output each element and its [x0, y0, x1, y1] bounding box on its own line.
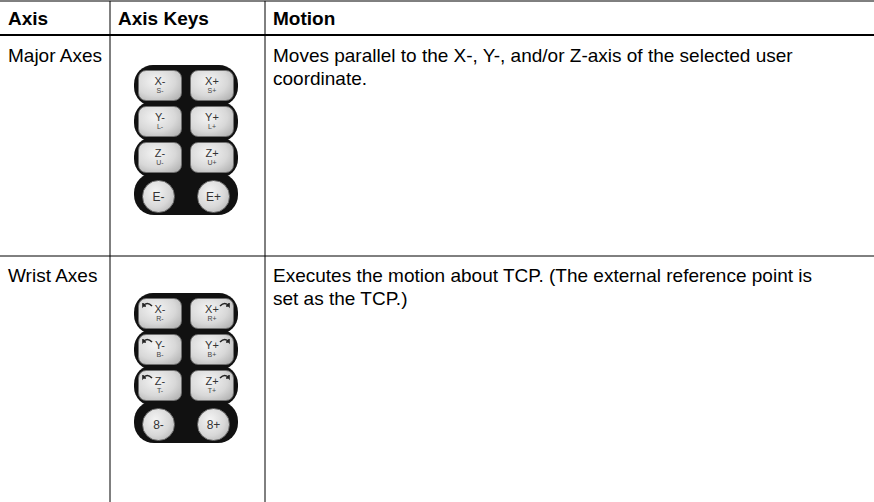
axis-key: Z+T+ [190, 370, 234, 401]
axis-key: X+R+ [190, 298, 234, 329]
rotation-arrow [141, 301, 153, 313]
key-label: X+ [205, 304, 219, 315]
table-cell: Executes the motion about TCP. (The exte… [273, 264, 823, 310]
rotation-arrow [141, 373, 153, 385]
table-cell: Moves parallel to the X-, Y-, and/or Z-a… [273, 44, 843, 90]
key-label: Y- [155, 340, 165, 351]
key-sublabel: B+ [208, 351, 217, 359]
key-label: X- [155, 304, 166, 315]
table-rule [0, 256, 874, 257]
key-label: Z+ [205, 148, 218, 159]
round-axis-key: E- [142, 180, 175, 213]
column-header: Motion [273, 7, 863, 30]
table-cell: Wrist Axes [8, 264, 106, 287]
column-header: Axis [8, 7, 106, 30]
axis-key: Z-U- [138, 142, 182, 173]
rotation-arrow [219, 301, 231, 313]
key-sublabel: R+ [207, 315, 216, 323]
round-axis-key: E+ [197, 180, 230, 213]
table-rule [0, 1, 874, 2]
key-label: 8+ [207, 419, 221, 431]
key-label: Y- [155, 112, 165, 123]
axis-key: X+S+ [190, 70, 234, 101]
key-label: Y+ [205, 340, 219, 351]
axis-key: Y+B+ [190, 334, 234, 365]
key-sublabel: R- [156, 315, 163, 323]
round-axis-key: 8+ [197, 408, 230, 441]
key-label: X- [155, 76, 166, 87]
key-label: 8- [153, 419, 164, 431]
key-label: Z+ [205, 376, 218, 387]
key-sublabel: S+ [208, 87, 217, 95]
key-sublabel: L- [157, 123, 163, 131]
axis-key: Y-B- [138, 334, 182, 365]
key-sublabel: S- [157, 87, 164, 95]
table-rule [0, 34, 874, 36]
rotation-arrow [219, 373, 231, 385]
key-label: E+ [206, 191, 221, 203]
table-cell: Major Axes [8, 44, 106, 67]
table-rule [110, 1, 111, 502]
key-sublabel: B- [157, 351, 164, 359]
key-label: Z- [155, 376, 165, 387]
rotation-arrow [219, 337, 231, 349]
round-axis-key: 8- [142, 408, 175, 441]
rotation-arrow [141, 337, 153, 349]
key-label: Y+ [205, 112, 219, 123]
axis-key: Y+L+ [190, 106, 234, 137]
key-panel [134, 65, 238, 443]
key-sublabel: U+ [207, 159, 216, 167]
table-rule [265, 1, 266, 502]
axis-key: X-S- [138, 70, 182, 101]
key-label: E- [153, 191, 165, 203]
key-sublabel: T+ [208, 387, 216, 395]
axis-key: Z-T- [138, 370, 182, 401]
key-sublabel: T- [157, 387, 163, 395]
key-label: X+ [205, 76, 219, 87]
column-header: Axis Keys [118, 7, 262, 30]
axis-key: Z+U+ [190, 142, 234, 173]
key-sublabel: U- [156, 159, 163, 167]
key-label: Z- [155, 148, 165, 159]
axis-key: Y-L- [138, 106, 182, 137]
key-sublabel: L+ [208, 123, 216, 131]
axis-key: X-R- [138, 298, 182, 329]
